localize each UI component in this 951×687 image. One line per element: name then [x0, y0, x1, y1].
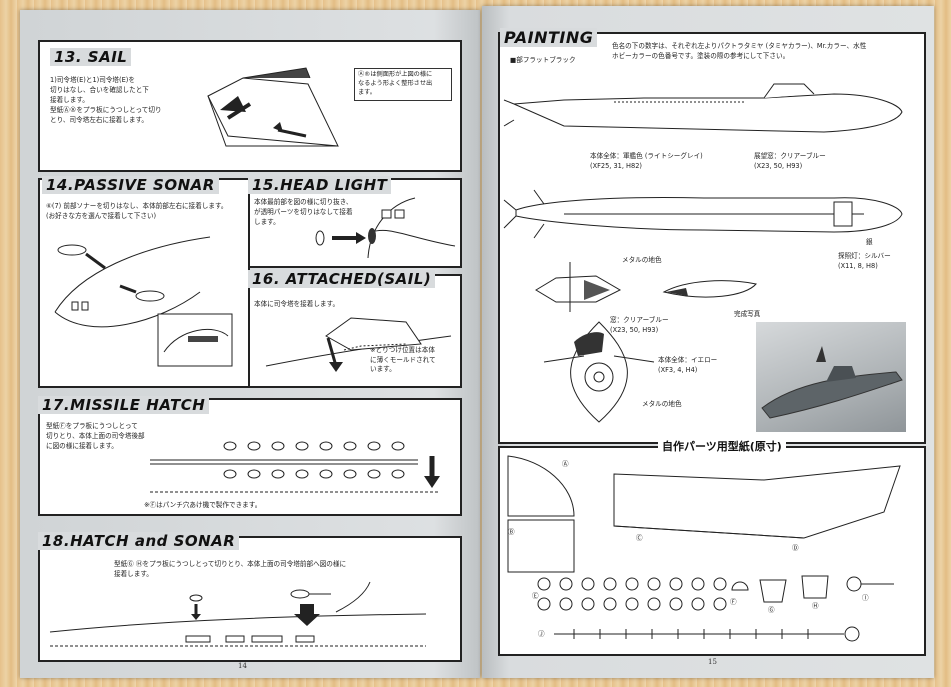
step-15-title: 15.HEAD LIGHT: [248, 176, 392, 194]
template-label-f: Ⓕ: [730, 598, 737, 606]
sail-detail-illustration: [535, 262, 757, 312]
top-view-illustration: [503, 189, 903, 239]
left-page: 13. SAIL 1)司令塔(E)と1)司令塔(E)を 切りはなし、合いを確認し…: [20, 10, 480, 678]
sail-illustration: [207, 67, 339, 147]
template-title: 自作パーツ用型紙(原寸): [658, 438, 786, 454]
painting-intro: 色名の下の数字は、それぞれ左よりパクトラタミヤ (タミヤカラー)、Mr.カラー、…: [612, 42, 867, 60]
side-view-illustration: [503, 83, 903, 133]
step-18-text: 型紙Ⓖ Ⓗをプラ板にうつしとって切りとり、本体上面の司令塔前部へ図の様に 接着し…: [114, 560, 347, 578]
template-label-h: Ⓗ: [812, 602, 819, 610]
callout-window: 窓：クリアーブルー (X23, 50, H93): [610, 316, 669, 334]
step-17-title: 17.MISSILE HATCH: [38, 396, 210, 414]
callout-metal-base-2: メタルの地色: [642, 400, 682, 408]
step-17-box: [38, 398, 462, 516]
template-label-c: Ⓒ: [636, 534, 643, 542]
callout-silver-label: 銀: [866, 238, 873, 246]
head-light-illustration: [315, 197, 456, 259]
template-label-a: Ⓐ: [562, 460, 569, 468]
template-label-e: Ⓔ: [532, 592, 539, 600]
step-18-box: [38, 536, 462, 662]
passive-sonar-illustration: [54, 236, 233, 367]
template-shapes: [507, 455, 901, 642]
step-13-note: Ⓐ®は側面形が上図の様に なるよう形よく整形させ出 ます。: [354, 68, 452, 101]
callout-observation-window: 展望窓：クリアーブルー (X23, 50, H93): [754, 152, 826, 170]
step-13-title: 13. SAIL: [50, 48, 132, 66]
step-16-note: ※とりつけ位置は本体 に薄くモールドされて います。: [370, 346, 436, 374]
template-label-i: Ⓘ: [862, 594, 869, 602]
step-17-text: 型紙Ⓕをプラ板にうつしとって 切りとり、本体上面の司令塔後部 に図の様に接着しま…: [46, 422, 145, 450]
missile-hatch-illustration: [150, 441, 440, 493]
template-label-g: Ⓖ: [768, 606, 775, 614]
right-page: PAINTING 色名の下の数字は、それぞれ左よりパクトラタミヤ (タミヤカラー…: [482, 6, 934, 678]
template-label-d: Ⓓ: [792, 544, 799, 552]
callout-searchlight: 探照灯：シルバー (X11, 8, H8): [838, 252, 891, 270]
finished-model-photo: [756, 322, 906, 432]
step-13-text: 1)司令塔(E)と1)司令塔(E)を 切りはなし、合いを確認したと下 接着します…: [50, 76, 162, 124]
painting-legend: ■部フラットブラック: [510, 56, 576, 64]
step-14-text: ⑥(7) 前部ソナーを切りはなし、本体前部左右に接着します。 (お好きな方を選ん…: [46, 202, 228, 220]
hatch-sonar-illustration: [49, 581, 427, 647]
front-view-illustration: [543, 321, 655, 423]
callout-body-gray: 本体全体：軍艦色 (ライトシーグレイ) (XF25, 31, H82): [590, 152, 703, 170]
photo-caption: 完成写真: [734, 310, 761, 318]
template-label-b: Ⓑ: [508, 528, 515, 536]
callout-metal-base-1: メタルの地色: [622, 256, 662, 264]
step-18-title: 18.HATCH and SONAR: [38, 532, 240, 550]
painting-title: PAINTING: [500, 28, 598, 47]
step-17-footer: ※Ⓕはパンチ穴あけ機で製作できます。: [144, 501, 262, 509]
step-15-text: 本体最前部を図の様に切り抜き、 が透明パーツを切りはなして接着 します。: [254, 198, 353, 226]
step-16-text: 本体に司令塔を接着します。: [254, 300, 340, 308]
template-label-j: Ⓙ: [538, 630, 545, 638]
step-14-title: 14.PASSIVE SONAR: [42, 176, 219, 194]
left-page-number: 14: [238, 662, 247, 670]
step-16-title: 16. ATTACHED(SAIL): [248, 270, 436, 288]
attached-sail-illustration: [265, 317, 452, 372]
callout-body-yellow: 本体全体：イエロー (XF3, 4, H4): [658, 356, 718, 374]
right-page-number: 15: [708, 658, 717, 666]
